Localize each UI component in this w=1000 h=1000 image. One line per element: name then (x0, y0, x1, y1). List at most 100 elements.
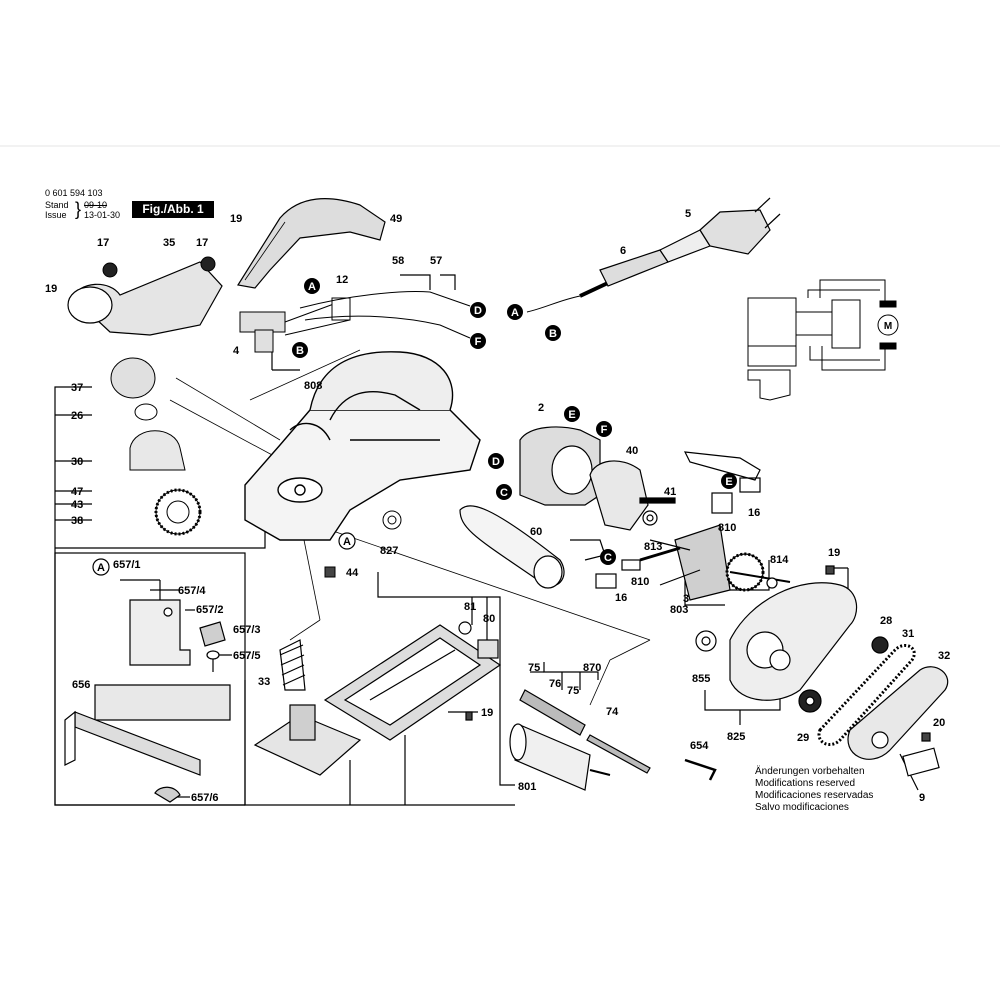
part-label: 57 (430, 255, 442, 267)
callout-marker (338, 532, 356, 550)
part-label: 657/5 (233, 650, 261, 662)
callout-marker (488, 453, 504, 469)
part-labels: 19 49 5 17 35 17 6 19 58 57 12 4 808 37 … (45, 208, 950, 804)
wiring-schematic (747, 279, 899, 401)
part-label: 870 (583, 662, 601, 674)
part-label: 654 (690, 740, 709, 752)
note-en: Modifications reserved (755, 778, 856, 789)
part-label: 58 (392, 255, 404, 267)
switch-assembly (239, 297, 351, 353)
part-label: 19 (481, 707, 493, 719)
callout-marker (600, 549, 616, 565)
power-plug (599, 197, 781, 287)
part-label: 19 (230, 213, 242, 225)
part-label: 33 (258, 676, 270, 688)
part-label: 30 (71, 456, 83, 468)
part-label: 657/3 (233, 624, 261, 636)
part-label: 81 (464, 601, 476, 613)
callout-markers: A B D F A B E F D C E C A A (92, 278, 737, 576)
callout-marker (470, 333, 486, 349)
callout-c1: C (500, 487, 508, 499)
part-label: 810 (631, 576, 649, 588)
part-label: 656 (72, 679, 90, 691)
part-label: 17 (97, 237, 109, 249)
callout-a4: A (97, 562, 105, 574)
blade-and-drum (509, 689, 717, 791)
callout-marker (470, 302, 486, 318)
part-label: 60 (530, 526, 542, 538)
part-label: 35 (163, 237, 175, 249)
part-label: 20 (933, 717, 945, 729)
figure-label: Fig./Abb. 1 (132, 201, 214, 218)
callout-b2: B (549, 328, 557, 340)
note-es: Modificaciones reservadas (755, 790, 874, 801)
callout-a2: A (511, 307, 519, 319)
part-label: 808 (304, 380, 322, 392)
part-label: 657/6 (191, 792, 219, 804)
part-label: 38 (71, 515, 83, 527)
callout-a3: A (343, 536, 351, 548)
top-cover (237, 198, 386, 289)
part-label: 814 (770, 554, 789, 566)
part-label: 26 (71, 410, 83, 422)
stand-label: Stand (45, 200, 69, 210)
chip-deflector (67, 261, 223, 336)
callout-f1: F (475, 336, 482, 348)
small-parts (102, 256, 402, 578)
stand-value: 09-10 (84, 200, 108, 210)
part-label: 810 (718, 522, 736, 534)
callout-marker (564, 406, 580, 422)
part-label: 43 (71, 499, 83, 511)
part-label: 37 (71, 382, 83, 394)
part-label: 49 (390, 213, 402, 225)
part-label: 74 (606, 706, 619, 718)
part-label: 32 (938, 650, 950, 662)
callout-marker (292, 342, 308, 358)
part-label: 47 (71, 486, 83, 498)
base-plates (253, 621, 502, 776)
part-label: 3 (683, 593, 689, 605)
callout-marker (92, 558, 110, 576)
parallel-guide (64, 599, 231, 803)
motor-symbol: M (884, 321, 892, 332)
part-label: 16 (615, 592, 627, 604)
part-label: 9 (919, 792, 925, 804)
doc-number: 0 601 594 103 (45, 188, 103, 198)
part-label: 16 (748, 507, 760, 519)
main-housing (244, 351, 481, 541)
part-label: 29 (797, 732, 809, 744)
callout-b1: B (296, 345, 304, 357)
issue-value: 13-01-30 (84, 210, 121, 220)
part-label: 40 (626, 445, 638, 457)
part-label: 5 (685, 208, 691, 220)
part-label: 657/1 (113, 559, 141, 571)
part-label: 75 (528, 662, 540, 674)
stator-and-motor (459, 426, 791, 601)
note-de: Änderungen vorbehalten (755, 766, 865, 777)
callout-a1: A (308, 281, 316, 293)
part-label: 41 (664, 486, 676, 498)
callout-marker (545, 325, 561, 341)
issue-label: Issue (45, 210, 67, 220)
part-label: 19 (45, 283, 57, 295)
part-label: 657/4 (178, 585, 206, 597)
brace: } (75, 199, 82, 219)
part-label: 813 (644, 541, 662, 553)
note-pt: Salvo modificaciones (755, 802, 849, 813)
part-label: 827 (380, 545, 398, 557)
callout-marker (596, 421, 612, 437)
part-label: 76 (549, 678, 561, 690)
part-label: 44 (346, 567, 359, 579)
part-label: 825 (727, 731, 745, 743)
part-label: 31 (902, 628, 914, 640)
callout-marker (507, 304, 523, 320)
part-label: 801 (518, 781, 536, 793)
part-label: 4 (233, 345, 240, 357)
callout-e2: E (725, 476, 732, 488)
callout-marker (304, 278, 320, 294)
callout-d2: D (492, 456, 500, 468)
part-label: 75 (567, 685, 579, 697)
part-label: 17 (196, 237, 208, 249)
